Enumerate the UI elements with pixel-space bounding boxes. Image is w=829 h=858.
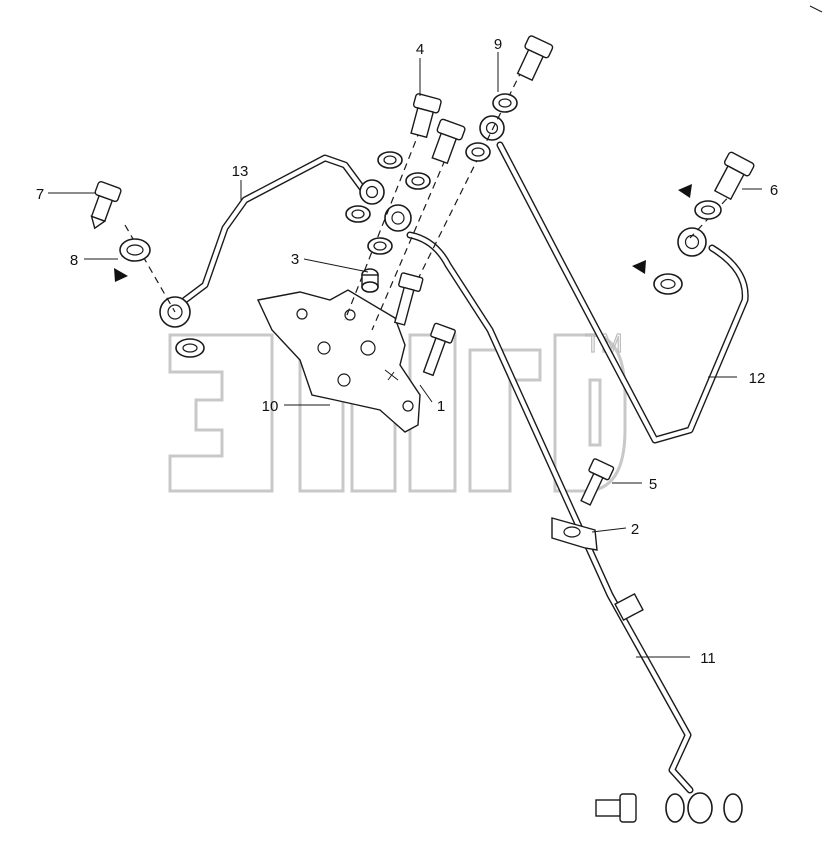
callout-7: 7: [36, 186, 44, 203]
callout-8: 8: [70, 252, 78, 269]
callout-3: 3: [291, 251, 299, 268]
callout-2: 2: [631, 521, 639, 538]
callouts: 4 9 7 8 13 3 6 10 1 5 2 12 11: [36, 36, 778, 667]
callout-11: 11: [700, 650, 716, 667]
clamp-2: [551, 517, 598, 551]
bracket-10: [256, 289, 421, 433]
pipe-11: [384, 204, 694, 794]
callout-9: 9: [494, 36, 502, 53]
corner-mark: [809, 5, 823, 13]
banjo-bolts: [90, 35, 755, 823]
callout-10: 10: [262, 398, 279, 415]
callout-6: 6: [770, 182, 778, 199]
pipe-12: [479, 115, 749, 444]
callout-12: 12: [749, 370, 766, 387]
leader-lines: [48, 52, 762, 658]
callout-5: 5: [649, 476, 657, 493]
callout-13: 13: [232, 163, 249, 180]
washers: [119, 93, 743, 824]
callout-1: 1: [437, 398, 445, 415]
hex-bolts: [393, 272, 615, 506]
triangle-markers: [114, 184, 692, 282]
callout-4: 4: [416, 41, 424, 58]
spacer-3: [361, 268, 379, 293]
